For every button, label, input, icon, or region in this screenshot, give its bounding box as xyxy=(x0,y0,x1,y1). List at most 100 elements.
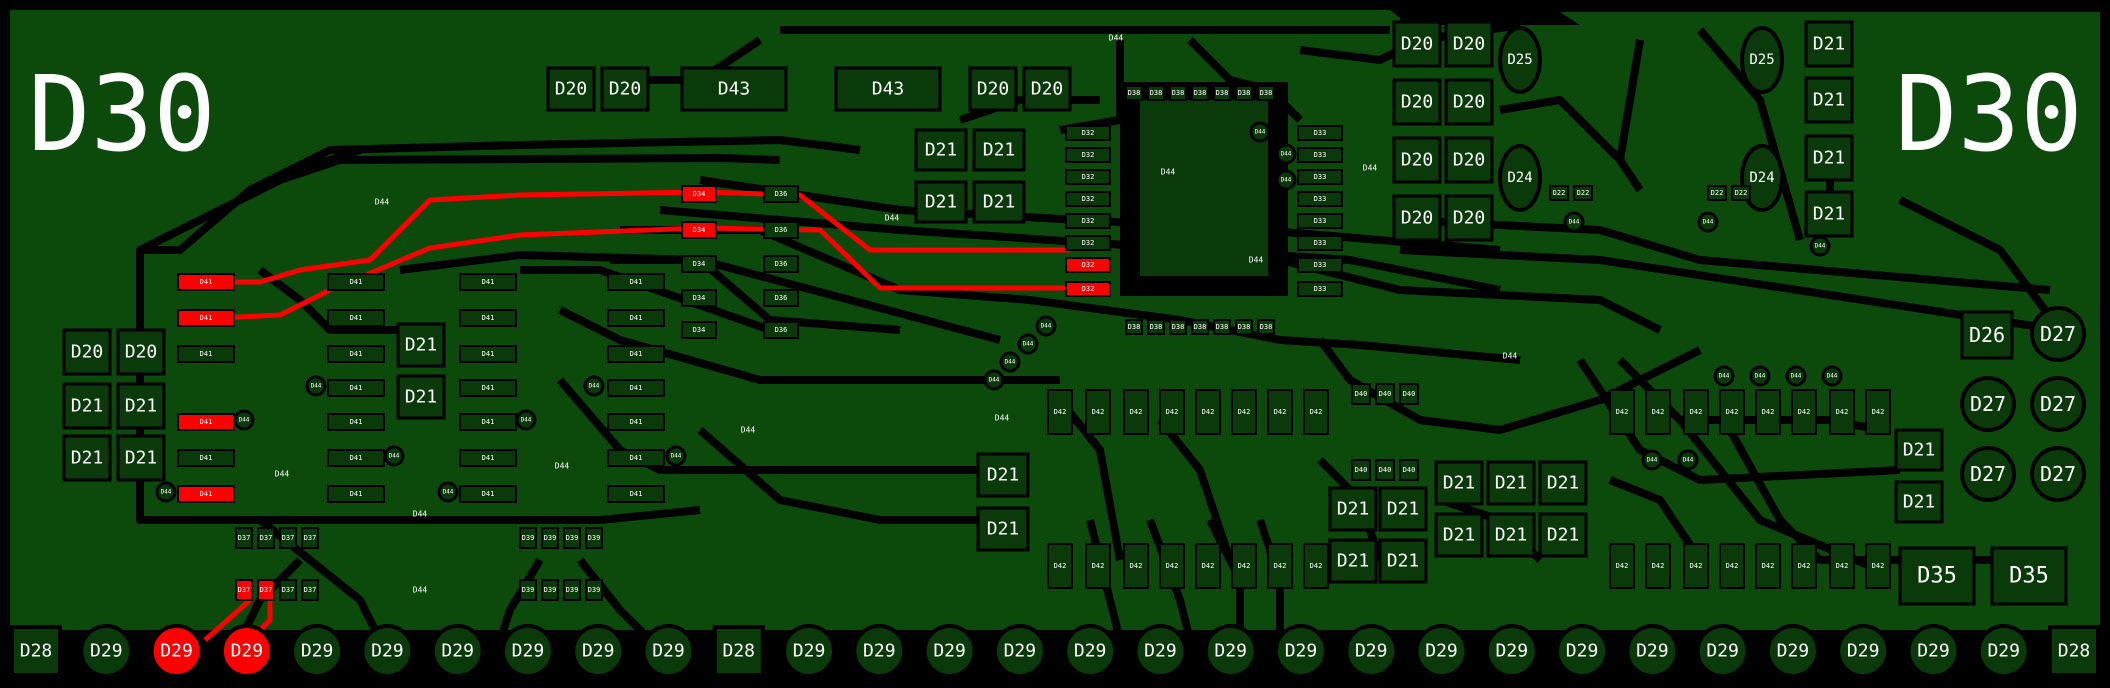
smd-label: D34 xyxy=(693,260,706,268)
smd-pad: D42 xyxy=(1645,389,1671,435)
smd-label: D38 xyxy=(1260,323,1273,331)
via-label: D44 xyxy=(1005,359,1016,366)
pad-d21: D21 xyxy=(976,506,1030,552)
pad-label: D27 xyxy=(2040,322,2076,346)
pad-d21: D21 xyxy=(1804,20,1854,68)
smd-pad: D38 xyxy=(1169,319,1187,335)
bottom-pad-label: D29 xyxy=(1214,641,1247,662)
via-label: D44 xyxy=(1815,243,1826,250)
pad-d21: D21 xyxy=(116,434,166,482)
smd-pad: D38 xyxy=(1235,85,1253,101)
smd-label: D41 xyxy=(630,384,643,392)
pad-d20: D20 xyxy=(1444,136,1494,184)
smd-pad: D42 xyxy=(1267,543,1293,589)
pad-label: D20 xyxy=(71,342,104,363)
bottom-pad-label: D29 xyxy=(1987,641,2020,662)
smd-label: D33 xyxy=(1314,239,1327,247)
pad-label: D27 xyxy=(2040,462,2076,486)
bottom-pad-label: D29 xyxy=(1425,641,1458,662)
pad-d20: D20 xyxy=(1444,78,1494,126)
smd-label: D42 xyxy=(1202,408,1215,416)
pad-label: D25 xyxy=(1749,52,1774,68)
smd-pad: D41 xyxy=(607,449,665,467)
copper-label: D44 xyxy=(1249,256,1264,265)
pad-label: D24 xyxy=(1749,170,1774,186)
smd-pad: D33 xyxy=(1297,213,1343,229)
via: D44 xyxy=(1697,211,1719,233)
pad-label: D21 xyxy=(1813,90,1846,111)
smd-pad: D39 xyxy=(585,579,603,601)
smd-pad: D38 xyxy=(1213,85,1231,101)
smd-pad: D42 xyxy=(1791,543,1817,589)
pad-label: D21 xyxy=(1495,525,1528,546)
smd-pad: D42 xyxy=(1829,389,1855,435)
smd-label: D42 xyxy=(1872,562,1885,570)
bottom-pad-label: D29 xyxy=(90,641,123,662)
smd-pad: D34 xyxy=(681,221,717,239)
smd-pad: D39 xyxy=(519,579,537,601)
pad-label: D27 xyxy=(1970,392,2006,416)
smd-pad: D41 xyxy=(607,309,665,327)
smd-label: D42 xyxy=(1762,562,1775,570)
smd-pad: D32 xyxy=(1065,281,1111,297)
smd-pad: D37 xyxy=(235,527,253,549)
bottom-pad-d29: D29 xyxy=(1414,624,1469,678)
smd-label: D42 xyxy=(1690,562,1703,570)
via: D44 xyxy=(1275,169,1297,191)
pad-label: D21 xyxy=(125,448,158,469)
via: D44 xyxy=(1035,315,1057,337)
smd-pad: D34 xyxy=(681,321,717,339)
smd-label: D33 xyxy=(1314,195,1327,203)
smd-pad: D41 xyxy=(459,345,517,363)
via-label: D44 xyxy=(1041,323,1052,330)
smd-pad: D40 xyxy=(1375,383,1395,405)
smd-pad: D41 xyxy=(459,379,517,397)
pad-d21: D21 xyxy=(1804,76,1854,124)
smd-label: D37 xyxy=(238,586,251,594)
pad-d25: D25 xyxy=(1498,26,1542,94)
smd-pad: D36 xyxy=(763,221,799,239)
pcb-trace xyxy=(1056,397,1124,561)
copper-label: D44 xyxy=(275,470,290,479)
smd-pad: D36 xyxy=(763,185,799,203)
smd-pad: D42 xyxy=(1609,543,1635,589)
bottom-pad-d29: D29 xyxy=(1906,624,1961,678)
pad-d21: D21 xyxy=(972,128,1026,172)
pad-label: D25 xyxy=(1507,52,1532,68)
smd-pad: D33 xyxy=(1297,281,1343,297)
smd-label: D42 xyxy=(1310,562,1323,570)
smd-label: D42 xyxy=(1092,562,1105,570)
smd-pad: D42 xyxy=(1047,543,1073,589)
pad-d21: D21 xyxy=(914,180,968,224)
pad-d20: D20 xyxy=(1022,66,1072,112)
via-label: D44 xyxy=(1647,457,1658,464)
highlighted-trace xyxy=(219,225,1070,321)
pad-d26: D26 xyxy=(1960,310,2014,360)
smd-label: D41 xyxy=(630,278,643,286)
smd-label: D41 xyxy=(482,418,495,426)
smd-pad: D22 xyxy=(1549,185,1569,201)
bottom-pad-d29: D29 xyxy=(1625,624,1680,678)
pad-d21: D21 xyxy=(1378,486,1428,532)
via: D44 xyxy=(1749,365,1771,387)
via-label: D44 xyxy=(589,383,600,390)
bottom-pad-d28: D28 xyxy=(10,625,62,677)
pcb-trace xyxy=(520,266,772,334)
smd-pad: D32 xyxy=(1065,235,1111,251)
smd-pad: D22 xyxy=(1573,185,1593,201)
pad-d21: D21 xyxy=(1328,538,1378,584)
pad-label: D26 xyxy=(1969,323,2005,347)
smd-label: D22 xyxy=(1735,189,1748,197)
smd-pad: D41 xyxy=(327,485,385,503)
smd-label: D40 xyxy=(1379,466,1392,474)
copper-label: D44 xyxy=(413,586,428,595)
smd-pad: D37 xyxy=(301,579,319,601)
bottom-pad-d29: D29 xyxy=(571,624,626,678)
via-label: D44 xyxy=(1255,129,1266,136)
pad-label: D21 xyxy=(1813,148,1846,169)
pcb-trace xyxy=(1898,196,2064,333)
smd-label: D42 xyxy=(1652,408,1665,416)
smd-pad: D32 xyxy=(1065,125,1111,141)
pad-d21: D21 xyxy=(1378,538,1428,584)
pad-d21: D21 xyxy=(976,452,1030,498)
